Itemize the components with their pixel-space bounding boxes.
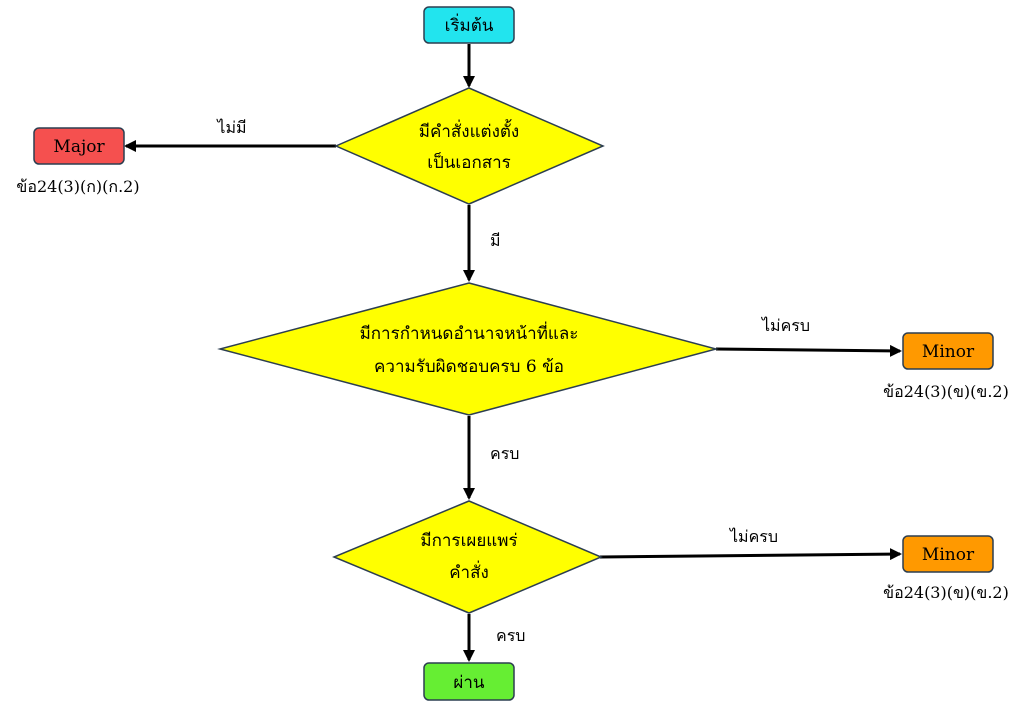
start-node-shape bbox=[423, 6, 515, 44]
minor1-node-label: Minor bbox=[922, 342, 975, 362]
start-node: เริ่มต้น bbox=[423, 6, 515, 44]
major-node-shape bbox=[33, 127, 125, 165]
minor2-node-shape bbox=[902, 535, 994, 573]
decision3-label-line2: คำสั่ง bbox=[449, 560, 489, 583]
decision3-label-line1: มีการเผยแพร่ bbox=[420, 531, 517, 551]
decision1-label-line2: เป็นเอกสาร bbox=[427, 151, 511, 173]
edge-label-d1-yes: มี bbox=[490, 231, 501, 250]
decision2-label-line2: ความรับผิดชอบครบ 6 ข้อ bbox=[374, 357, 564, 377]
decision1-shape bbox=[334, 87, 605, 205]
decision1-node: มีคำสั่งแต่งตั้ง เป็นเอกสาร bbox=[334, 87, 605, 205]
edge-label-d2-yes: ครบ bbox=[490, 444, 519, 463]
edge-decision3-to-minor2 bbox=[599, 548, 902, 561]
pass-node-shape bbox=[423, 662, 515, 701]
edge-label-d3-yes: ครบ bbox=[496, 626, 525, 645]
start-node-label: เริ่มต้น bbox=[445, 13, 494, 36]
decision2-label-line1: มีการกำหนดอำนาจหน้าที่และ bbox=[360, 321, 579, 344]
decision2-node: มีการกำหนดอำนาจหน้าที่และ ความรับผิดชอบค… bbox=[217, 282, 719, 416]
pass-node: ผ่าน bbox=[423, 662, 515, 701]
edge-label-d1-no: ไม่มี bbox=[215, 118, 246, 137]
decision2-shape bbox=[217, 282, 719, 416]
edge-label-d2-no: ไม่ครบ bbox=[760, 316, 810, 335]
major-node-label: Major bbox=[53, 137, 105, 157]
pass-node-label: ผ่าน bbox=[453, 673, 485, 693]
minor2-node: Minor ข้อ24(3)(ข)(ข.2) bbox=[883, 535, 1009, 602]
minor2-ref-label: ข้อ24(3)(ข)(ข.2) bbox=[883, 583, 1009, 602]
major-ref-label: ข้อ24(3)(ก)(ก.2) bbox=[16, 177, 139, 196]
minor2-node-label: Minor bbox=[922, 545, 975, 565]
decision3-node: มีการเผยแพร่ คำสั่ง bbox=[332, 500, 603, 614]
decision1-label-line1: มีคำสั่งแต่งตั้ง bbox=[419, 119, 519, 142]
edge-decision2-to-minor1 bbox=[715, 344, 902, 357]
minor1-node-shape bbox=[902, 332, 994, 370]
minor1-ref-label: ข้อ24(3)(ข)(ข.2) bbox=[883, 382, 1009, 401]
decision3-shape bbox=[332, 500, 603, 614]
edge-label-d3-no: ไม่ครบ bbox=[728, 527, 778, 546]
major-node: Major ข้อ24(3)(ก)(ก.2) bbox=[16, 127, 140, 196]
minor1-node: Minor ข้อ24(3)(ข)(ข.2) bbox=[883, 332, 1009, 401]
